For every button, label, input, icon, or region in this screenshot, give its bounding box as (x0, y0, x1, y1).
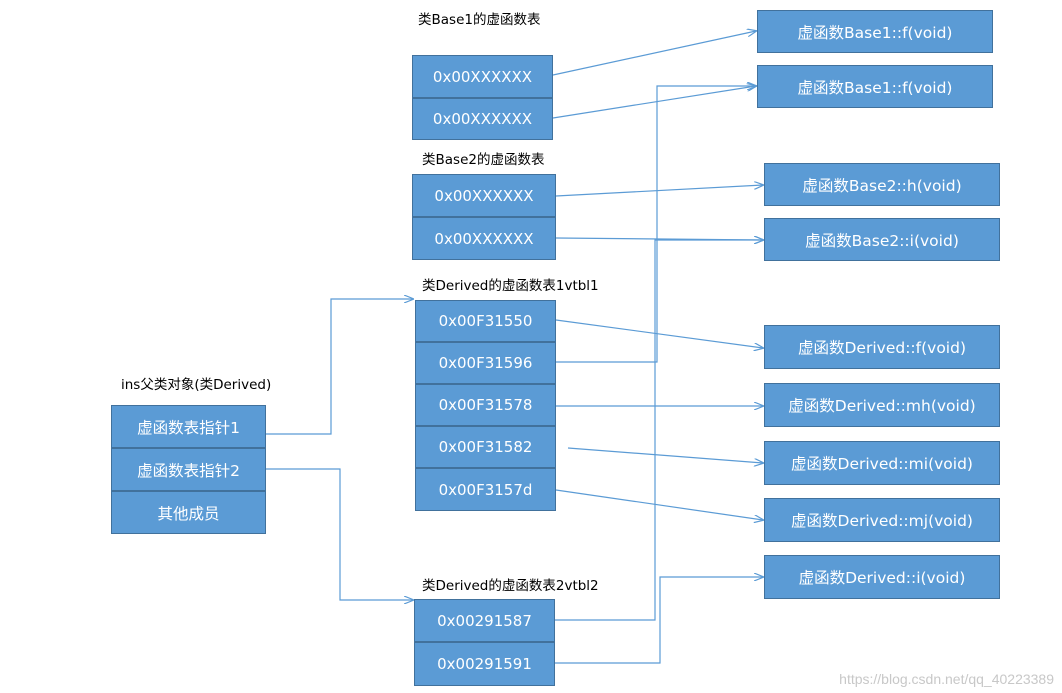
function-box: 虚函数Base1::f(void) (757, 10, 993, 53)
object-field-vptr2: 虚函数表指针2 (111, 448, 266, 491)
arrow-vptr1 (266, 299, 413, 435)
derived-vtbl2-entry: 0x00291591 (414, 642, 555, 686)
base1-vtbl-entry: 0x00XXXXXX (412, 98, 553, 140)
arrow-derived2-0 (555, 240, 763, 621)
arrow-vptr2 (266, 468, 413, 600)
function-box: 虚函数Derived::i(void) (764, 555, 1000, 599)
derived-vtbl1-label: 类Derived的虚函数表1vtbl1 (422, 278, 599, 294)
derived-vtbl2-label: 类Derived的虚函数表2vtbl2 (422, 578, 599, 594)
arrow-derived1-3 (567, 447, 763, 463)
arrow-base1-1 (552, 86, 756, 119)
function-box: 虚函数Base2::i(void) (764, 218, 1000, 261)
function-box: 虚函数Derived::mi(void) (764, 441, 1000, 485)
object-label: ins父类对象(类Derived) (121, 377, 272, 393)
arrow-derived1-4 (555, 489, 763, 520)
base1-vtbl-label: 类Base1的虚函数表 (418, 12, 541, 28)
arrow-base2-0 (555, 185, 763, 197)
arrow-derived1-1 (556, 86, 756, 363)
arrow-derived2-1 (555, 577, 763, 664)
function-box: 虚函数Derived::mj(void) (764, 498, 1000, 542)
function-box: 虚函数Derived::mh(void) (764, 383, 1000, 427)
arrow-base1-0 (552, 31, 756, 76)
function-box: 虚函数Base1::f(void) (757, 65, 993, 108)
derived-vtbl1-entry: 0x00F31578 (415, 384, 556, 426)
derived-vtbl1-entry: 0x00F31550 (415, 300, 556, 342)
arrow-derived1-0 (555, 319, 763, 348)
derived-vtbl1-entry: 0x00F31582 (415, 426, 556, 468)
base1-vtbl-entry: 0x00XXXXXX (412, 55, 553, 98)
object-field-other-members: 其他成员 (111, 491, 266, 534)
derived-vtbl1-entry: 0x00F31596 (415, 342, 556, 384)
watermark: https://blog.csdn.net/qq_40223389 (839, 671, 1054, 687)
base2-vtbl-entry: 0x00XXXXXX (412, 217, 556, 260)
object-field-vptr1: 虚函数表指针1 (111, 405, 266, 448)
derived-vtbl1-entry: 0x00F3157d (415, 468, 556, 511)
base2-vtbl-label: 类Base2的虚函数表 (422, 152, 545, 168)
derived-vtbl2-entry: 0x00291587 (414, 599, 555, 642)
function-box: 虚函数Base2::h(void) (764, 163, 1000, 206)
function-box: 虚函数Derived::f(void) (764, 325, 1000, 369)
base2-vtbl-entry: 0x00XXXXXX (412, 174, 556, 217)
